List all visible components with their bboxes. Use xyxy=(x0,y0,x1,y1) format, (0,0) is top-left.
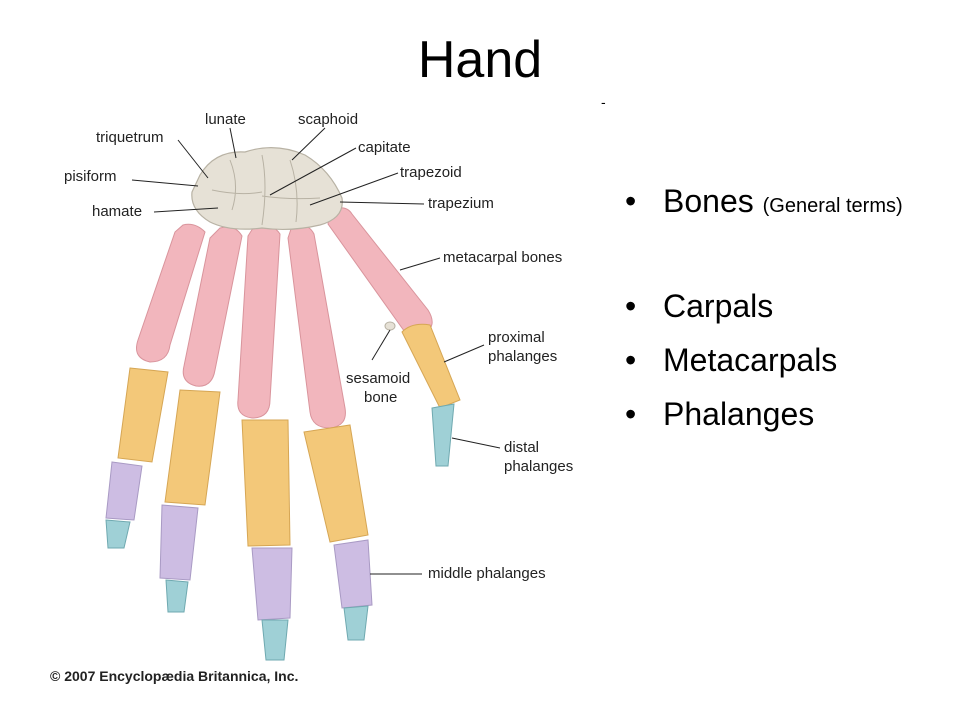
proximal-4 xyxy=(164,389,221,506)
leader-lunate xyxy=(229,127,237,159)
carpal-bones xyxy=(191,147,396,331)
carpal-cluster xyxy=(191,147,343,231)
bullet-phalanges: Phalanges xyxy=(625,387,903,441)
bullet-carpals: Carpals xyxy=(625,279,903,333)
leader-capitate xyxy=(269,147,357,196)
label-capitate: capitate xyxy=(358,139,411,156)
label-triquetrum: triquetrum xyxy=(96,129,164,146)
slide-title: Hand xyxy=(417,31,543,89)
distal-3 xyxy=(261,619,289,661)
label-trapezoid: trapezoid xyxy=(400,164,462,181)
bone-labels: lunate scaphoid triquetrum capitate pisi… xyxy=(64,111,573,582)
label-hamate: hamate xyxy=(92,203,142,220)
hand-diagram: lunate scaphoid triquetrum capitate pisi… xyxy=(50,111,573,684)
leader-metacarpal xyxy=(399,257,441,271)
label-pisiform: pisiform xyxy=(64,168,117,185)
bullet-bones-note: (General terms) xyxy=(762,195,903,217)
distal-2 xyxy=(343,605,369,641)
bullet-bones-text: Bones xyxy=(663,183,754,219)
metacarpal-3 xyxy=(237,223,281,419)
leader-proximal xyxy=(443,344,485,363)
label-trapezium: trapezium xyxy=(428,195,494,212)
label-sesamoid-2: bone xyxy=(364,389,397,406)
bullet-metacarpals: Metacarpals xyxy=(625,333,903,387)
middle-5 xyxy=(105,461,143,521)
bones xyxy=(105,147,461,661)
metacarpal-2 xyxy=(287,224,346,429)
leader-distal xyxy=(451,437,501,449)
middle-3 xyxy=(251,547,293,621)
distal-1 xyxy=(431,403,455,467)
distal-5 xyxy=(105,519,131,549)
leader-pisiform xyxy=(131,179,199,187)
middle-2 xyxy=(333,539,373,609)
middle-phalanges xyxy=(105,461,373,621)
label-lines xyxy=(131,127,501,575)
label-proximal-1: proximal xyxy=(488,329,545,346)
leader-sesamoid xyxy=(371,329,391,361)
metacarpal-1 xyxy=(327,207,433,337)
proximal-5 xyxy=(117,367,169,463)
bullet-list: Bones (General terms) Carpals Metacarpal… xyxy=(625,183,903,441)
leader-hamate xyxy=(153,207,219,213)
leader-trapezoid xyxy=(309,172,399,206)
label-middle: middle phalanges xyxy=(428,565,546,582)
dash-mark: - xyxy=(601,94,606,110)
metacarpal-5 xyxy=(136,223,206,363)
distal-phalanges xyxy=(105,403,455,661)
bullet-bones: Bones (General terms) xyxy=(625,183,903,224)
proximal-3 xyxy=(241,419,291,547)
sesamoid-bone xyxy=(384,321,396,331)
label-distal-2: phalanges xyxy=(504,458,573,475)
leader-scaphoid xyxy=(291,127,326,161)
proximal-2 xyxy=(303,424,369,543)
leader-trapezium xyxy=(339,201,425,205)
proximal-1 xyxy=(401,323,461,409)
label-distal-1: distal xyxy=(504,439,539,456)
carpal-lines xyxy=(211,154,321,226)
proximal-phalanges xyxy=(117,323,461,547)
leader-triquetrum xyxy=(177,139,209,179)
copyright-notice: © 2007 Encyclopædia Britannica, Inc. xyxy=(50,668,298,684)
label-scaphoid: scaphoid xyxy=(298,111,358,128)
label-sesamoid-1: sesamoid xyxy=(346,370,410,387)
distal-4 xyxy=(165,579,189,613)
label-metacarpal: metacarpal bones xyxy=(443,249,562,266)
label-lunate: lunate xyxy=(205,111,246,128)
middle-4 xyxy=(159,504,199,581)
label-proximal-2: phalanges xyxy=(488,348,557,365)
